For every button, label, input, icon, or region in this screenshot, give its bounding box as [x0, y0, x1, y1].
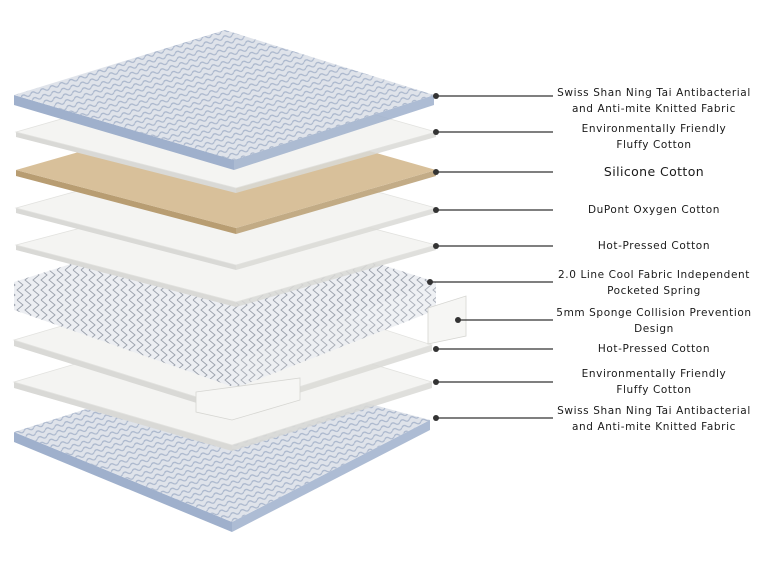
top-fluffy-cotton-layer-edge-left: [16, 132, 236, 193]
top-fabric-layer-edge-right: [234, 95, 434, 170]
top-fabric-layer: [14, 30, 434, 170]
label-dupont-line-1: DuPont Oxygen Cotton: [587, 204, 721, 216]
bottom-fluffy-cotton-layer-edge-right: [232, 382, 432, 451]
label-fluffy-bottom-line-2: Fluffy Cotton: [616, 384, 692, 396]
leader-dot-spring: [427, 279, 433, 285]
sponge-block-piece-1: [195, 377, 301, 421]
top-fabric-layer-surface: [14, 30, 434, 160]
label-silicone: Silicone Cotton: [548, 164, 760, 180]
leader-dot-fluffy-bottom: [433, 379, 439, 385]
bottom-fabric-layer-edge-right: [232, 420, 430, 532]
bottom-fabric-layer-edge-left: [14, 432, 232, 532]
dupont-oxygen-cotton-layer-edge-right: [236, 208, 436, 270]
leader-dot-sponge: [455, 317, 461, 323]
dupont-oxygen-cotton-layer-edge-left: [16, 208, 236, 270]
leader-dot-fabric-bottom: [433, 415, 439, 421]
top-fluffy-cotton-layer-edge-right: [236, 132, 436, 193]
label-fabric-bottom-line-1: Swiss Shan Ning Tai Antibacterial: [557, 405, 751, 417]
label-hotpressed-top: Hot-Pressed Cotton: [548, 238, 760, 254]
label-fabric-top: Swiss Shan Ning Tai Antibacterial and Ant…: [548, 85, 760, 117]
top-fabric-layer-edge-left: [14, 95, 234, 170]
leader-dot-silicone: [433, 169, 439, 175]
sponge-collision-block: [195, 295, 467, 421]
leader-dot-fabric-top: [433, 93, 439, 99]
leader-dot-hotpressed-top: [433, 243, 439, 249]
label-spring-line-2: Pocketed Spring: [607, 285, 701, 297]
leader-dot-dupont: [433, 207, 439, 213]
silicone-cotton-layer-edge-left: [16, 170, 236, 234]
leader-dot-hotpressed-bottom: [433, 346, 439, 352]
label-fluffy-top-line-2: Fluffy Cotton: [616, 139, 692, 151]
label-hotpressed-top-line-1: Hot-Pressed Cotton: [597, 240, 711, 252]
sponge-block-piece-2: [427, 295, 467, 345]
label-fluffy-top-line-1: Environmentally Friendly: [581, 123, 727, 135]
label-fabric-bottom: Swiss Shan Ning Tai Antibacterial and Ant…: [548, 403, 760, 435]
label-fabric-top-line-1: Swiss Shan Ning Tai Antibacterial: [557, 87, 751, 99]
label-silicone-line-1: Silicone Cotton: [603, 164, 705, 179]
silicone-cotton-layer-edge-right: [236, 170, 436, 234]
label-fabric-top-line-2: and Anti-mite Knitted Fabric: [572, 103, 736, 115]
label-dupont: DuPont Oxygen Cotton: [548, 202, 760, 218]
label-spring-line-1: 2.0 Line Cool Fabric Independent: [558, 269, 750, 281]
label-sponge-line-1: 5mm Sponge Collision Prevention: [556, 307, 752, 319]
leader-dot-fluffy-top: [433, 129, 439, 135]
pocketed-spring-layer-edge-left: [14, 282, 236, 388]
label-sponge-line-2: Design: [634, 323, 674, 335]
bottom-fluffy-cotton-layer-edge-left: [14, 382, 232, 451]
label-fluffy-bottom-line-1: Environmentally Friendly: [581, 368, 727, 380]
bottom-hot-pressed-cotton-layer-edge-left: [14, 340, 232, 414]
label-hotpressed-bottom: Hot-Pressed Cotton: [548, 341, 760, 357]
label-hotpressed-bottom-line-1: Hot-Pressed Cotton: [597, 343, 711, 355]
pocketed-spring-layer-edge-right: [236, 282, 436, 388]
top-hot-pressed-cotton-layer-edge-right: [236, 245, 436, 307]
label-fabric-bottom-line-2: and Anti-mite Knitted Fabric: [572, 421, 736, 433]
top-hot-pressed-cotton-layer-edge-left: [16, 245, 236, 307]
